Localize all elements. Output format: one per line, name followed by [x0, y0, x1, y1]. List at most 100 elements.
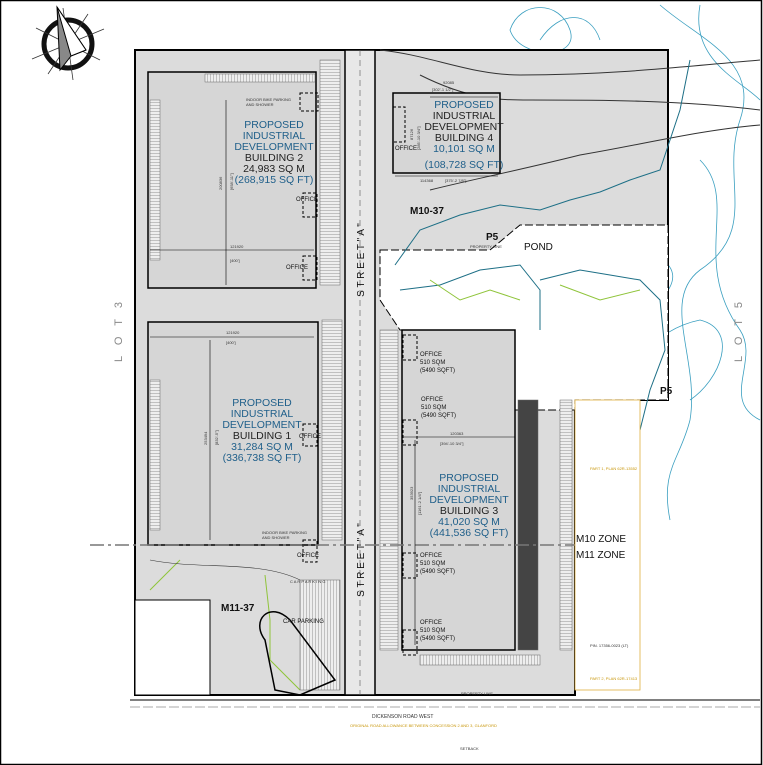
svg-text:(5490 SQFT): (5490 SQFT): [420, 569, 455, 575]
green-lines: [149, 279, 641, 691]
office-label: OFFICE: [395, 146, 417, 152]
svg-text:BUILDING 2: BUILDING 2: [245, 152, 304, 164]
dim-b4-width-ft: [302'-1 1/2"]: [432, 87, 453, 92]
office-label: OFFICE: [299, 434, 321, 440]
svg-text:(336,738 SQ FT): (336,738 SQ FT): [223, 452, 302, 464]
office-label: OFFICE: [286, 265, 308, 271]
car-parking-label: CAR PARKING: [283, 619, 324, 625]
office-label-b3-3: OFFICE 510 SQM (5490 SQFT): [420, 553, 455, 575]
dim-b3-width-ft: [394'-10 3/4"]: [440, 441, 464, 446]
svg-text:AND SHOWER: AND SHOWER: [246, 102, 274, 107]
p5-label: P5: [486, 232, 499, 243]
building-3: [401, 329, 516, 651]
access-road: [379, 49, 761, 76]
part2-label: PART 2, PLAN 62R-17413: [590, 676, 638, 681]
svg-text:(268,915 SQ FT): (268,915 SQ FT): [235, 174, 314, 186]
office-label: OFFICE: [297, 553, 319, 559]
svg-text:DEVELOPMENT: DEVELOPMENT: [234, 141, 314, 153]
road-label: DICKENSON ROAD WEST: [372, 714, 433, 720]
dim-b4-depth-ft: [285'-10 3/4"]: [416, 126, 421, 150]
svg-text:BUILDING 1: BUILDING 1: [233, 430, 292, 442]
dim-b4-width2: 114368: [420, 178, 434, 183]
car-parking-label-2: C A R P A R K I N G: [290, 579, 326, 584]
svg-text:31,284 SQ M: 31,284 SQ M: [231, 441, 293, 453]
m10-37-label: M10-37: [410, 206, 444, 217]
svg-text:OFFICE: OFFICE: [420, 352, 442, 358]
dim-b3-depth-ft: [1161'-2 1/4"]: [417, 492, 422, 515]
svg-text:OFFICE: OFFICE: [420, 553, 442, 559]
drainage-lines: [394, 59, 691, 431]
office-label-b3-2: OFFICE 510 SQM (5490 SQFT): [421, 397, 456, 419]
pond-label: POND: [524, 242, 553, 253]
m10-zone-label: M10 ZONE: [576, 534, 626, 545]
svg-text:PROPOSED: PROPOSED: [232, 397, 292, 409]
building-1-label: PROPOSED INDUSTRIAL DEVELOPMENT BUILDING…: [222, 397, 302, 464]
road-note: ORIGINAL ROAD ALLOWANCE BETWEEN CONCESSI…: [350, 723, 497, 728]
svg-text:DEVELOPMENT: DEVELOPMENT: [429, 494, 509, 506]
dim-b1-depth-ft: [832'-5"]: [214, 430, 219, 445]
dim-b1-width-ft: [400']: [226, 340, 236, 345]
dim-b2-width-ft: [400']: [230, 258, 240, 263]
property-line-label: PROPERTY LINE: [461, 691, 493, 696]
svg-text:DEVELOPMENT: DEVELOPMENT: [222, 419, 302, 431]
lot-5-label: L O T 5: [733, 298, 745, 362]
svg-text:(108,728 SQ FT): (108,728 SQ FT): [425, 159, 504, 171]
m11-37-label: M11-37: [221, 603, 255, 614]
compass-north-arrow-icon: [31, 5, 105, 81]
svg-text:OFFICE: OFFICE: [420, 620, 442, 626]
svg-text:PROPOSED: PROPOSED: [439, 472, 499, 484]
svg-text:510 SQM: 510 SQM: [420, 628, 445, 634]
svg-text:DEVELOPMENT: DEVELOPMENT: [424, 121, 504, 133]
svg-text:OFFICE: OFFICE: [421, 397, 443, 403]
dim-b1-width: 121920: [226, 330, 240, 335]
svg-text:41,020 SQ M: 41,020 SQ M: [438, 516, 500, 528]
svg-text:BUILDING 3: BUILDING 3: [440, 505, 499, 517]
svg-text:INDUSTRIAL: INDUSTRIAL: [433, 110, 496, 122]
dim-b4-width: 92085: [443, 80, 455, 85]
office-boxes: [299, 92, 418, 656]
svg-text:INDOOR BIKE PARKING: INDOOR BIKE PARKING: [246, 97, 291, 102]
pin-label: PIN. 17356-0023 (LT): [590, 643, 629, 648]
dim-b3-width: 120363: [450, 431, 464, 436]
dim-b1-depth: 253494: [203, 431, 208, 445]
svg-text:BUILDING 4: BUILDING 4: [435, 132, 494, 144]
m11-zone-label: M11 ZONE: [576, 550, 626, 561]
svg-text:INDOOR BIKE PARKING: INDOOR BIKE PARKING: [262, 530, 307, 535]
building-2-label: PROPOSED INDUSTRIAL DEVELOPMENT BUILDING…: [234, 119, 314, 186]
street-a-label: S T R E E T " A ": [356, 223, 367, 297]
svg-text:10,101 SQ M: 10,101 SQ M: [433, 143, 495, 155]
part1-label: PART 1, PLAN 62R-13552: [590, 466, 638, 471]
svg-text:(5490 SQFT): (5490 SQFT): [421, 413, 456, 419]
dimension-lines: [150, 96, 515, 645]
parking-stalls: [149, 59, 573, 691]
property-line-label-2: PROPERTY LINE: [470, 244, 502, 249]
office-label-b3-1: OFFICE 510 SQM (5490 SQFT): [420, 352, 455, 374]
p5-label-2: P5: [660, 386, 673, 397]
building-2: [147, 71, 317, 289]
dim-b2-depth: 200836: [218, 176, 223, 190]
parking-loop: [259, 610, 337, 696]
svg-text:510 SQM: 510 SQM: [420, 360, 445, 366]
office-label: OFFICE: [296, 197, 318, 203]
svg-text:510 SQM: 510 SQM: [420, 561, 445, 567]
building-3-label: PROPOSED INDUSTRIAL DEVELOPMENT BUILDING…: [429, 472, 509, 539]
svg-text:INDUSTRIAL: INDUSTRIAL: [231, 408, 294, 420]
svg-text:INDUSTRIAL: INDUSTRIAL: [438, 483, 501, 495]
dim-b3-depth: 353923: [409, 486, 414, 500]
dim-b4-width2-ft: [375'-2 7/8"]: [445, 178, 466, 183]
svg-text:(441,536 SQ FT): (441,536 SQ FT): [430, 527, 509, 539]
svg-text:INDUSTRIAL: INDUSTRIAL: [243, 130, 306, 142]
svg-text:510 SQM: 510 SQM: [421, 405, 446, 411]
svg-text:AND SHOWER: AND SHOWER: [262, 535, 290, 540]
svg-text:PROPOSED: PROPOSED: [434, 99, 494, 111]
building-1: [147, 321, 319, 546]
svg-text:24,983 SQ M: 24,983 SQ M: [243, 163, 305, 175]
building-4-label: PROPOSED INDUSTRIAL DEVELOPMENT BUILDING…: [424, 99, 504, 171]
street-a-label-2: S T R E E T " A ": [356, 523, 367, 597]
dim-b2-width: 121920: [230, 244, 244, 249]
svg-text:(5490 SQFT): (5490 SQFT): [420, 368, 455, 374]
